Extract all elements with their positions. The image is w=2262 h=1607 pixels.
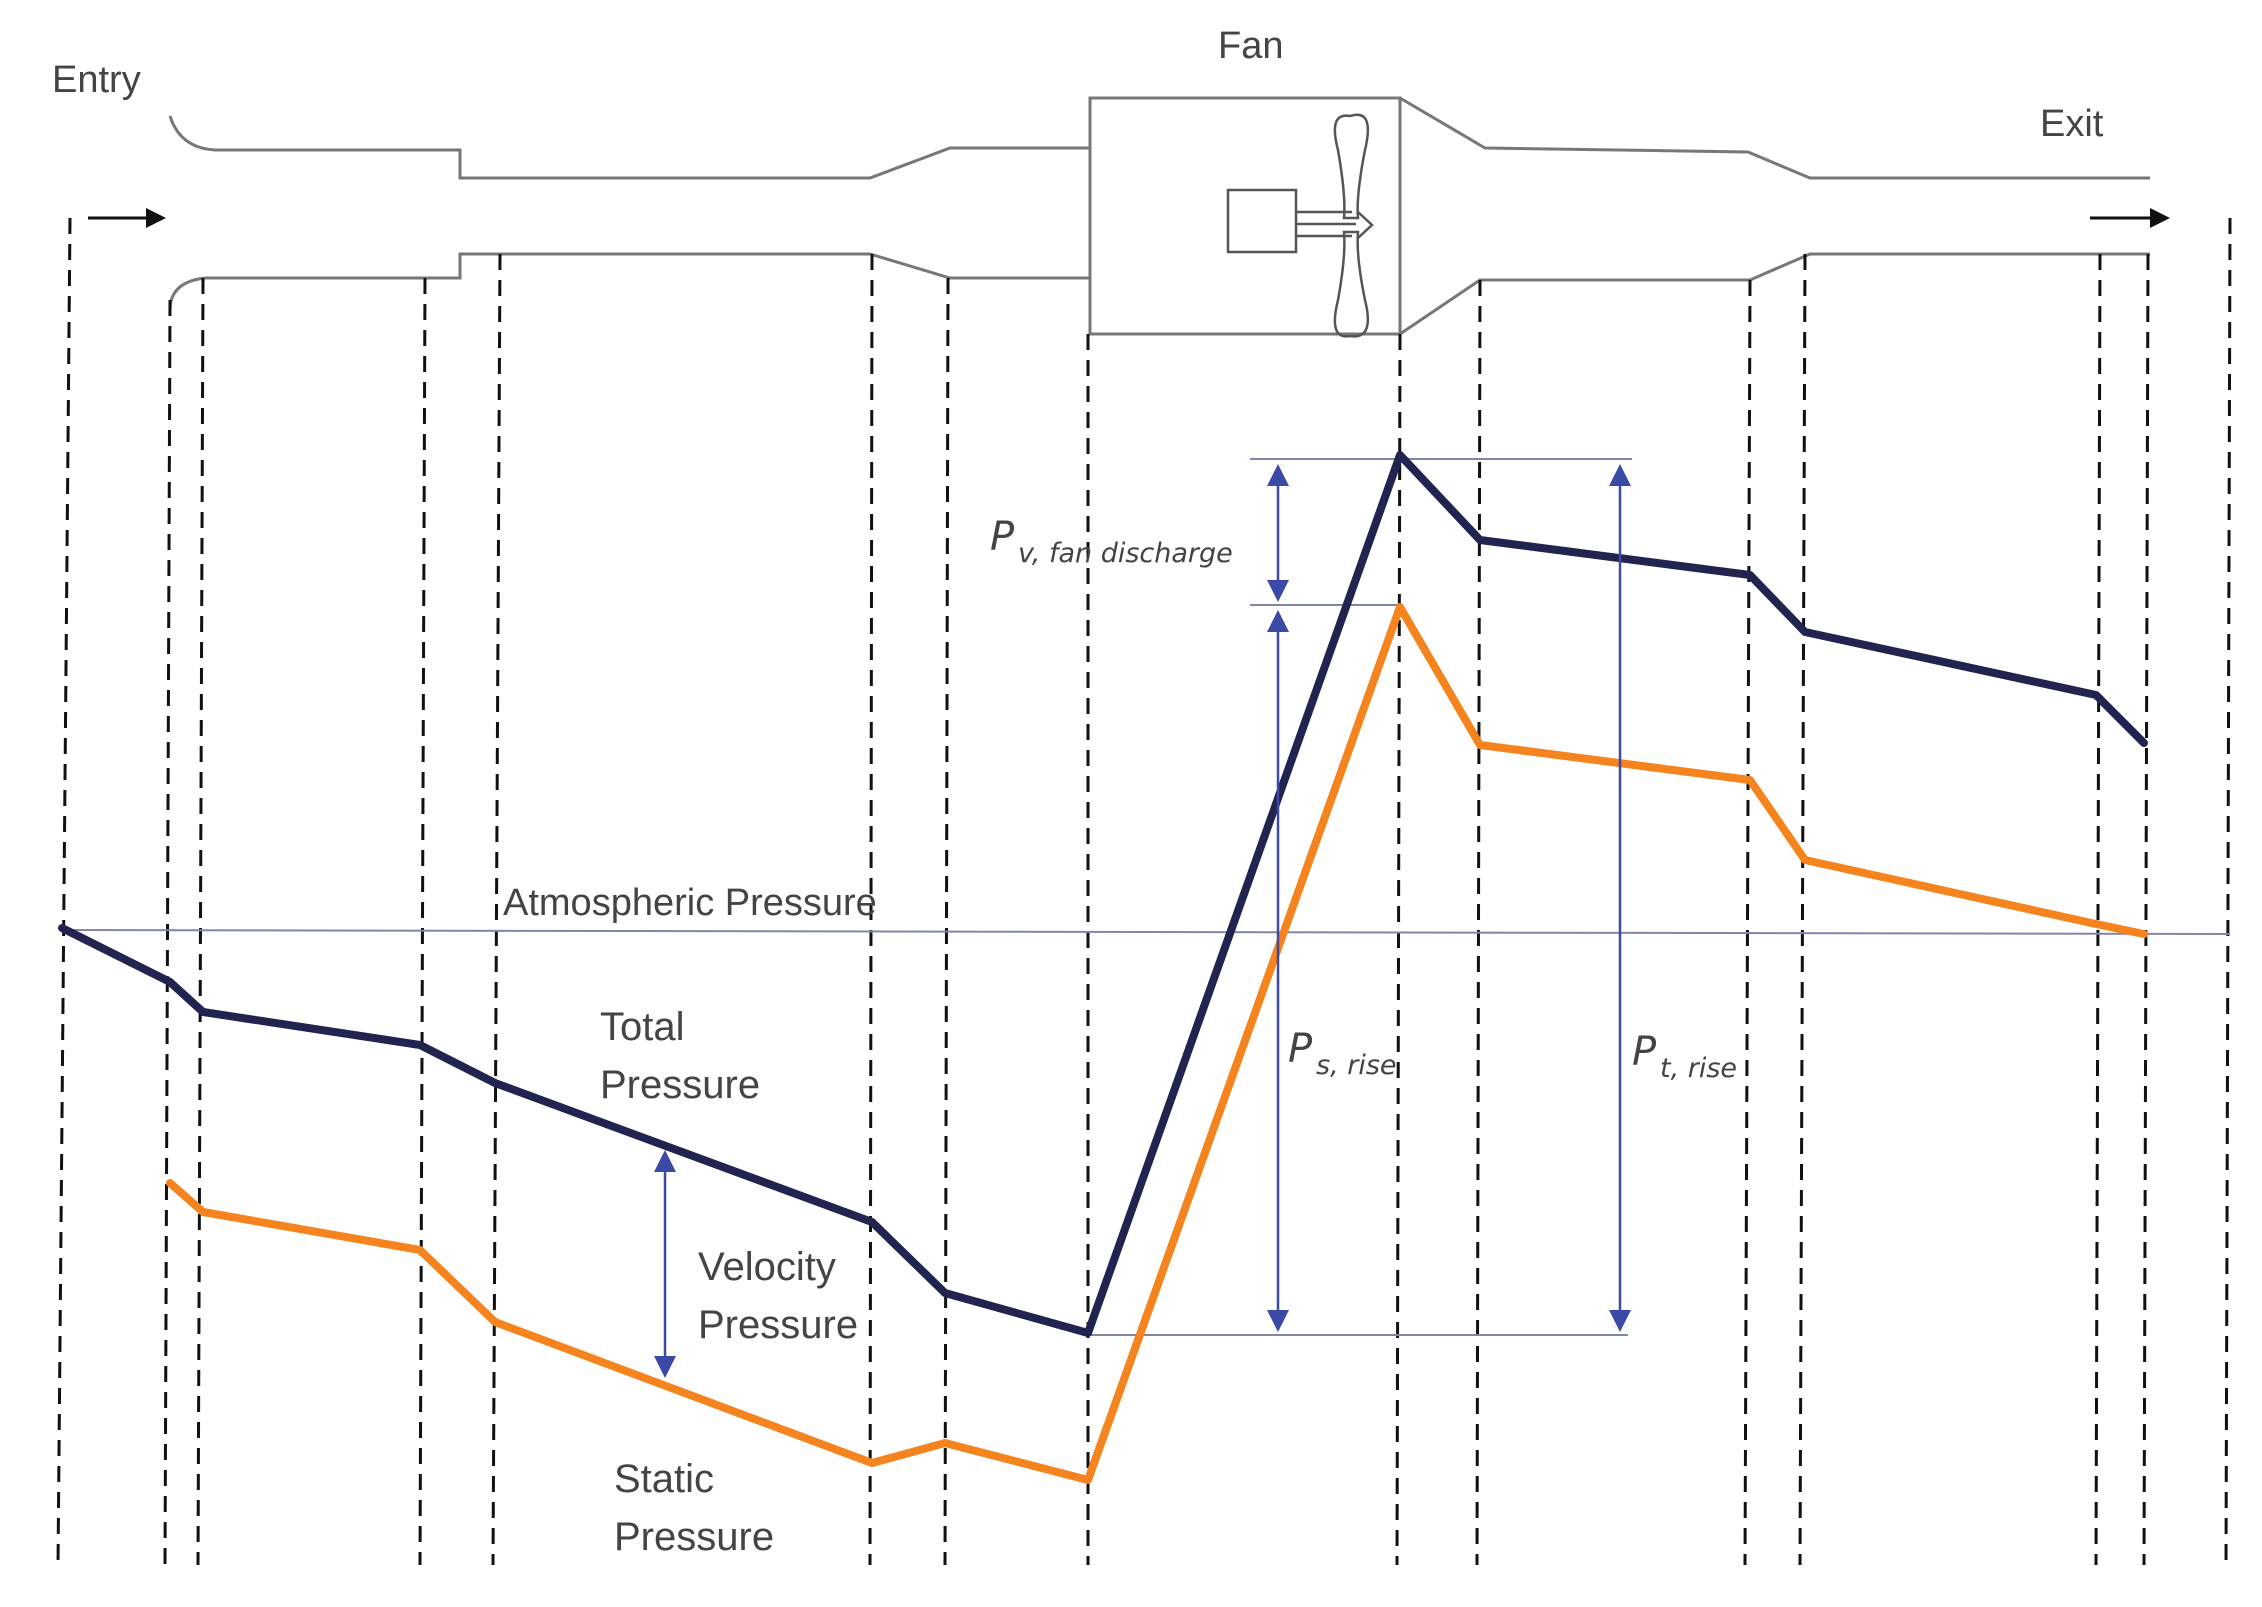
- duct-top-wall-exit: [1399, 96, 2150, 180]
- fan-blade-icon: [1333, 113, 1374, 338]
- static-pressure-label-line2: Pressure: [614, 1515, 774, 1559]
- station-line: [1743, 279, 1752, 1566]
- pv-symbol: P: [990, 514, 1015, 560]
- total-pressure-line: [58, 451, 2148, 1337]
- pv-fan-discharge-label: P v, fan discharge: [990, 514, 1233, 569]
- duct-bottom-wall: [168, 252, 1090, 311]
- station-line: [868, 253, 874, 1566]
- station-line: [491, 253, 502, 1566]
- station-line: [163, 299, 172, 1566]
- duct-bottom-wall-exit: [1399, 252, 2150, 336]
- station-line: [1395, 333, 1402, 1566]
- station-line: [943, 277, 950, 1566]
- pt-symbol: P: [1632, 1029, 1657, 1075]
- static-pressure-line: [166, 603, 2148, 1484]
- station-line: [418, 277, 427, 1566]
- pt-rise-label: P t, rise: [1632, 1029, 1737, 1084]
- station-lines: [56, 217, 2232, 1566]
- motor-icon: [1226, 188, 1356, 254]
- ps-rise-arrow: [1267, 610, 1289, 1332]
- station-line: [1798, 253, 1807, 1566]
- pt-subscript: t, rise: [1660, 1053, 1737, 1084]
- velocity-pressure-label-line2: Pressure: [698, 1303, 858, 1347]
- station-line: [56, 217, 72, 1566]
- ps-subscript: s, rise: [1316, 1050, 1397, 1081]
- duct-top-wall: [168, 115, 1090, 180]
- flow-arrow-icon: [88, 208, 166, 228]
- ps-symbol: P: [1288, 1026, 1313, 1072]
- velocity-pressure-arrow: [654, 1150, 676, 1378]
- pt-rise-arrow: [1609, 464, 1631, 1332]
- exit-label: Exit: [2040, 103, 2104, 145]
- duct-outline: [168, 96, 2150, 336]
- fan-label: Fan: [1218, 25, 1283, 67]
- flow-arrow-icon: [2090, 208, 2170, 228]
- fan-housing: [1088, 96, 1402, 336]
- total-pressure-label-line1: Total: [600, 1005, 685, 1049]
- pv-fan-discharge-arrow: [1267, 464, 1289, 602]
- static-pressure-label-line1: Static: [614, 1457, 714, 1501]
- ps-rise-label: P s, rise: [1288, 1026, 1397, 1081]
- entry-label: Entry: [52, 59, 141, 101]
- station-line: [2142, 253, 2150, 1566]
- station-line: [1475, 279, 1482, 1566]
- velocity-pressure-label-line1: Velocity: [698, 1245, 836, 1289]
- station-line: [2224, 217, 2232, 1566]
- station-line: [2094, 253, 2102, 1566]
- atmospheric-pressure-label: Atmospheric Pressure: [503, 882, 877, 924]
- pv-subscript: v, fan discharge: [1018, 538, 1233, 569]
- atmospheric-pressure-line: [61, 929, 2231, 935]
- total-pressure-label-line2: Pressure: [600, 1063, 760, 1107]
- station-line: [196, 277, 205, 1566]
